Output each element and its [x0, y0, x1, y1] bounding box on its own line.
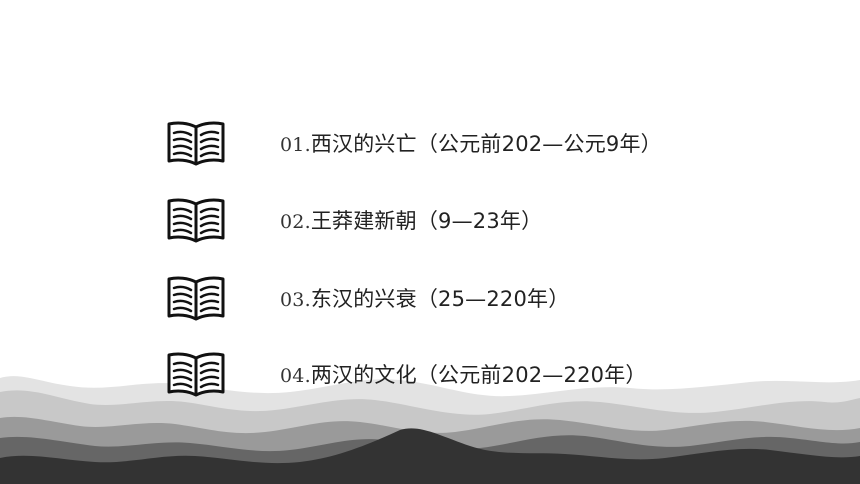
toc-item-1[interactable]: 01.西汉的兴亡（公元前202—公元9年） — [166, 119, 766, 167]
open-book-icon — [167, 121, 225, 166]
toc-item-1-title: 西汉的兴亡（公元前202—公元9年） — [310, 132, 662, 156]
open-book-icon — [167, 276, 225, 321]
open-book-icon — [167, 198, 225, 243]
toc-item-3[interactable]: 03.东汉的兴衰（25—220年） — [166, 274, 766, 322]
toc-item-3-number: 03. — [280, 289, 311, 311]
toc-item-2-title: 王莽建新朝（9—23年） — [310, 209, 543, 233]
toc-item-3-label: 03.东汉的兴衰（25—220年） — [280, 283, 569, 313]
toc-item-2-label: 02.王莽建新朝（9—23年） — [280, 205, 542, 235]
open-book-icon — [167, 352, 225, 397]
toc-item-4-title: 两汉的文化（公元前202—220年） — [310, 363, 647, 387]
toc-item-3-title: 东汉的兴衰（25—220年） — [310, 287, 570, 311]
toc-item-4-label: 04.两汉的文化（公元前202—220年） — [280, 359, 647, 389]
toc-item-1-label: 01.西汉的兴亡（公元前202—公元9年） — [280, 128, 662, 158]
toc-item-2-number: 02. — [280, 211, 311, 233]
mountain-layer-front — [0, 428, 860, 484]
toc-item-4-number: 04. — [280, 365, 311, 387]
toc-item-4[interactable]: 04.两汉的文化（公元前202—220年） — [166, 350, 766, 398]
toc-item-2[interactable]: 02.王莽建新朝（9—23年） — [166, 196, 766, 244]
toc-item-1-number: 01. — [280, 134, 311, 156]
